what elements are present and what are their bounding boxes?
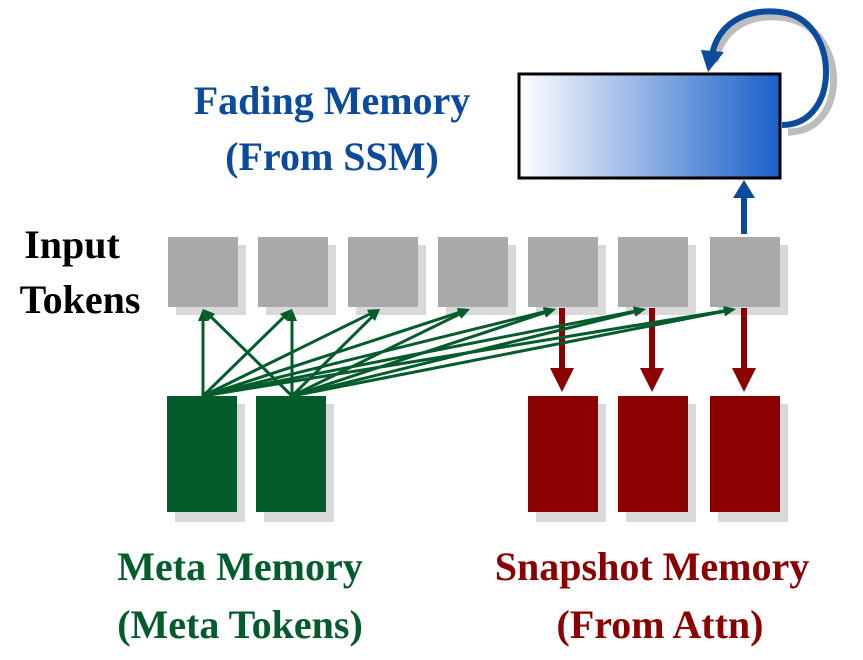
fading-memory-subtitle: (From SSM) (225, 134, 439, 179)
meta-token-row (167, 396, 334, 522)
meta-arrow (291, 307, 646, 398)
input-token (168, 237, 238, 307)
snapshot-token (618, 396, 688, 512)
input-token (528, 237, 598, 307)
meta-memory-title: Meta Memory (117, 544, 362, 589)
input-tokens-label-line1: Input (24, 222, 120, 267)
snapshot-token (528, 396, 598, 512)
meta-arrow (198, 309, 208, 396)
meta-token-arrows (198, 305, 736, 398)
snapshot-token-row (528, 396, 788, 522)
meta-arrow (201, 309, 292, 398)
snapshot-arrows (550, 308, 756, 392)
meta-arrow (291, 308, 556, 398)
meta-arrow (203, 309, 294, 398)
snapshot-token (710, 396, 780, 512)
ssm-state-box (517, 72, 782, 180)
ssm-recurrence-arrow (701, 8, 837, 136)
input-token (258, 237, 328, 307)
input-token (438, 237, 508, 307)
snapshot-memory-title: Snapshot Memory (495, 544, 809, 589)
meta-arrow (291, 306, 736, 398)
meta-token (167, 396, 237, 512)
meta-arrow (287, 309, 297, 396)
fading-memory-title: Fading Memory (194, 78, 471, 123)
input-tokens-label-line2: Tokens (20, 277, 141, 322)
meta-memory-subtitle: (Meta Tokens) (117, 602, 363, 647)
snapshot-arrow (640, 308, 664, 392)
meta-arrow (291, 309, 470, 398)
meta-token (256, 396, 326, 512)
input-token-row (168, 237, 788, 315)
snapshot-arrow (550, 308, 574, 392)
input-token (710, 237, 780, 307)
input-token (618, 237, 688, 307)
snapshot-arrow (732, 308, 756, 392)
meta-arrow (290, 309, 380, 398)
input-token (348, 237, 418, 307)
meta-arrow (202, 307, 556, 398)
snapshot-memory-subtitle: (From Attn) (557, 602, 764, 647)
token-to-ssm-arrow (733, 180, 755, 234)
